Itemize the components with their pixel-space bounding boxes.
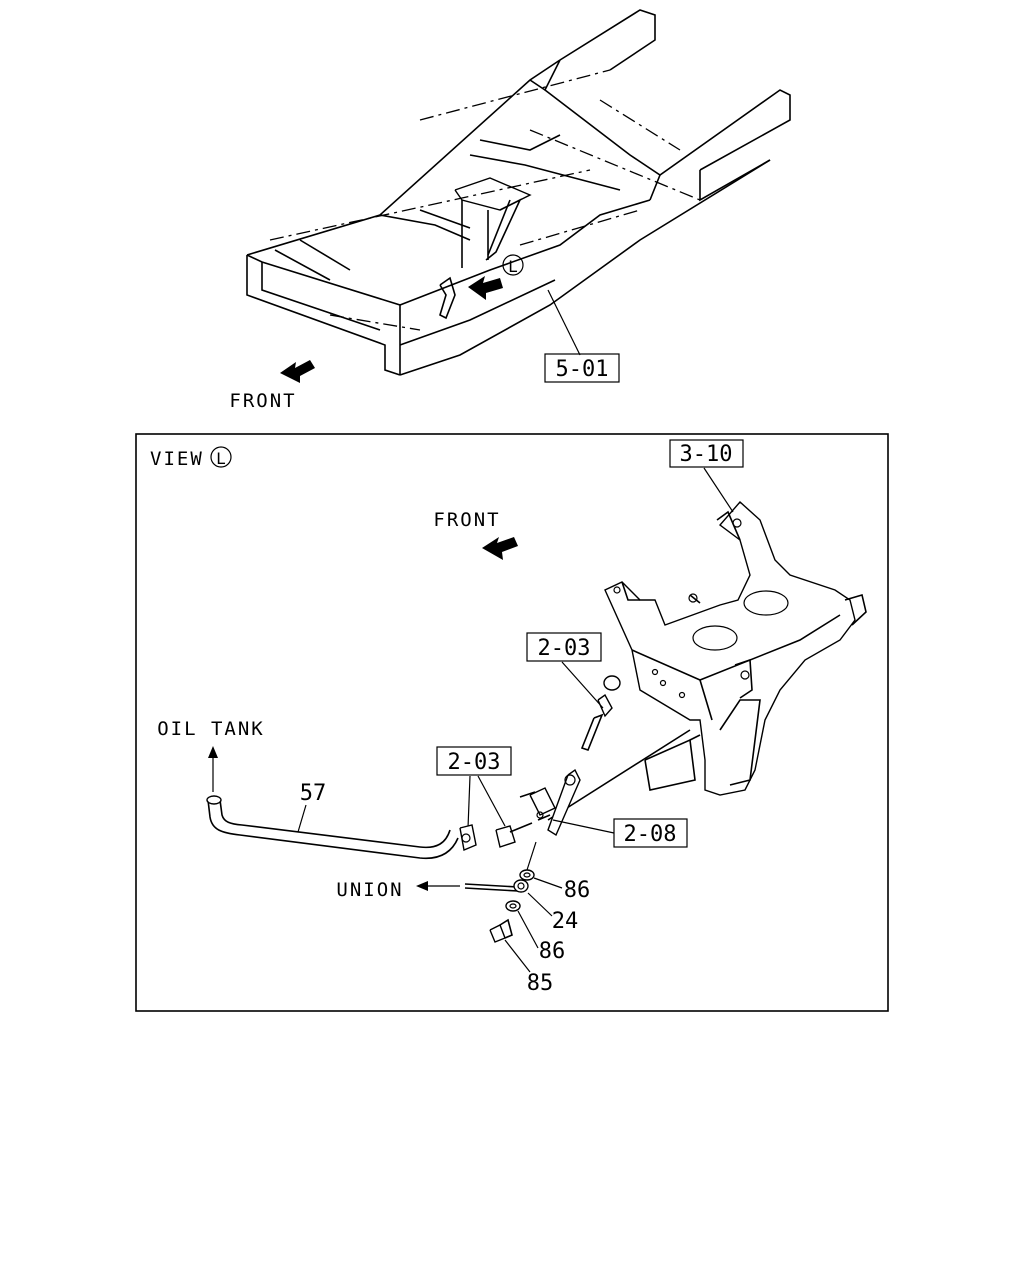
union-arrow-head (416, 881, 428, 891)
view-marker-circle (502, 254, 524, 276)
detail-view-frame (135, 433, 889, 1012)
callout-2-03-lower-leader-b (477, 775, 506, 827)
callout-2-08-leader (552, 819, 615, 834)
joint-parts (459, 787, 556, 851)
view-marker-letter: L (508, 257, 518, 276)
washer-86-lower (505, 900, 521, 912)
callout-2-03-lower: 2-03 (448, 750, 501, 775)
union-bolt-shaft (464, 883, 519, 888)
callout-3-10-box (669, 439, 744, 468)
rod-end-upper (547, 675, 621, 837)
callout-2-03-lower-leader-a (467, 775, 471, 829)
union-bolt-shaft-2 (464, 887, 519, 892)
callout-2-03-upper: 2-03 (538, 636, 591, 661)
part-86-lower-label: 86 (539, 939, 566, 964)
oil-hose (206, 795, 459, 860)
callout-2-03-upper-leader (561, 661, 604, 709)
part-24-label: 24 (552, 909, 579, 934)
callout-2-03-lower-box (436, 746, 512, 776)
washer-86-upper (519, 869, 535, 881)
view-title-marker-letter: L (216, 449, 226, 468)
part-57-leader (297, 804, 307, 833)
callout-3-10: 3-10 (680, 442, 733, 467)
union-label: UNION (336, 879, 403, 901)
part-86-upper-label: 86 (564, 878, 591, 903)
view-direction-arrow (468, 276, 503, 300)
chassis-frame (246, 9, 791, 376)
callout-5-01: 5-01 (556, 357, 609, 382)
oil-tank-arrow-head (208, 746, 218, 758)
bolt-85 (489, 918, 513, 943)
front-label-detail: FRONT (433, 509, 500, 531)
callout-2-03-upper-box (526, 632, 602, 662)
front-arrow-detail (482, 537, 518, 560)
front-arrow-top (280, 360, 315, 383)
part-57-label: 57 (300, 781, 327, 806)
callout-3-10-leader (703, 467, 734, 513)
union-eye (513, 879, 529, 893)
view-title-marker-circle (210, 446, 232, 468)
mounting-bracket (604, 501, 867, 796)
callout-5-01-box (544, 353, 620, 383)
view-title: VIEW (150, 448, 204, 470)
front-label-top: FRONT (229, 390, 296, 412)
callout-5-01-leader (547, 289, 581, 356)
part-85-label: 85 (527, 971, 554, 996)
control-rod (547, 729, 691, 821)
callout-2-08: 2-08 (624, 822, 677, 847)
oil-tank-label: OIL TANK (157, 718, 265, 740)
